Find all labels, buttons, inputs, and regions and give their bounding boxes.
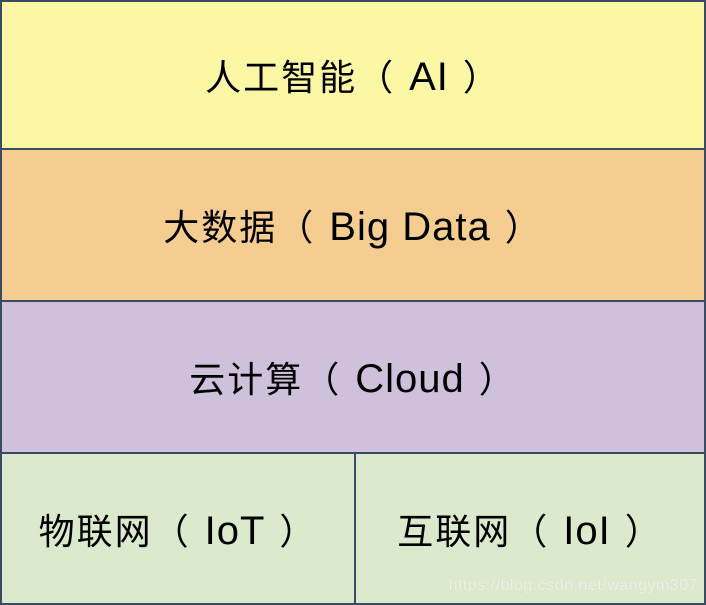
layer-ai-label: 人工智能（ AI ） (205, 49, 501, 101)
layer-big-data-label-en: Big Data (329, 205, 491, 249)
cell-internet-label-close: ） (624, 510, 663, 552)
layer-cloud-label-en: Cloud (355, 357, 465, 401)
layer-ai-label-close: ） (462, 57, 501, 98)
cell-iot-label-en: IoT (204, 508, 266, 553)
layer-cloud-label-close: ） (478, 359, 517, 400)
layer-big-data-label-cn: 大数据（ (163, 207, 316, 248)
layer-ai: 人工智能（ AI ） (2, 2, 704, 148)
layer-cloud-label-cn: 云计算（ (189, 359, 342, 400)
layer-ai-label-cn: 人工智能（ (205, 57, 396, 98)
layer-cloud: 云计算（ Cloud ） (2, 302, 704, 452)
layer-big-data-label: 大数据（ Big Data ） (163, 199, 542, 251)
layer-ai-label-en: AI (409, 55, 449, 99)
cell-iot: 物联网（ IoT ） (2, 454, 354, 603)
cell-internet-label-en: IoI (563, 508, 611, 553)
layer-big-data-label-close: ） (504, 207, 543, 248)
cell-internet-label-cn: 互联网（ (397, 510, 550, 552)
cell-iot-label: 物联网（ IoT ） (39, 503, 318, 555)
cell-internet-label: 互联网（ IoI ） (397, 503, 663, 555)
layer-big-data: 大数据（ Big Data ） (2, 150, 704, 300)
cell-internet: 互联网（ IoI ） (356, 454, 704, 603)
layer-cloud-label: 云计算（ Cloud ） (189, 351, 517, 403)
cell-iot-label-cn: 物联网（ (38, 510, 191, 552)
layer-networks-row: 物联网（ IoT ） 互联网（ IoI ） (2, 454, 704, 603)
cell-iot-label-close: ） (279, 510, 318, 552)
